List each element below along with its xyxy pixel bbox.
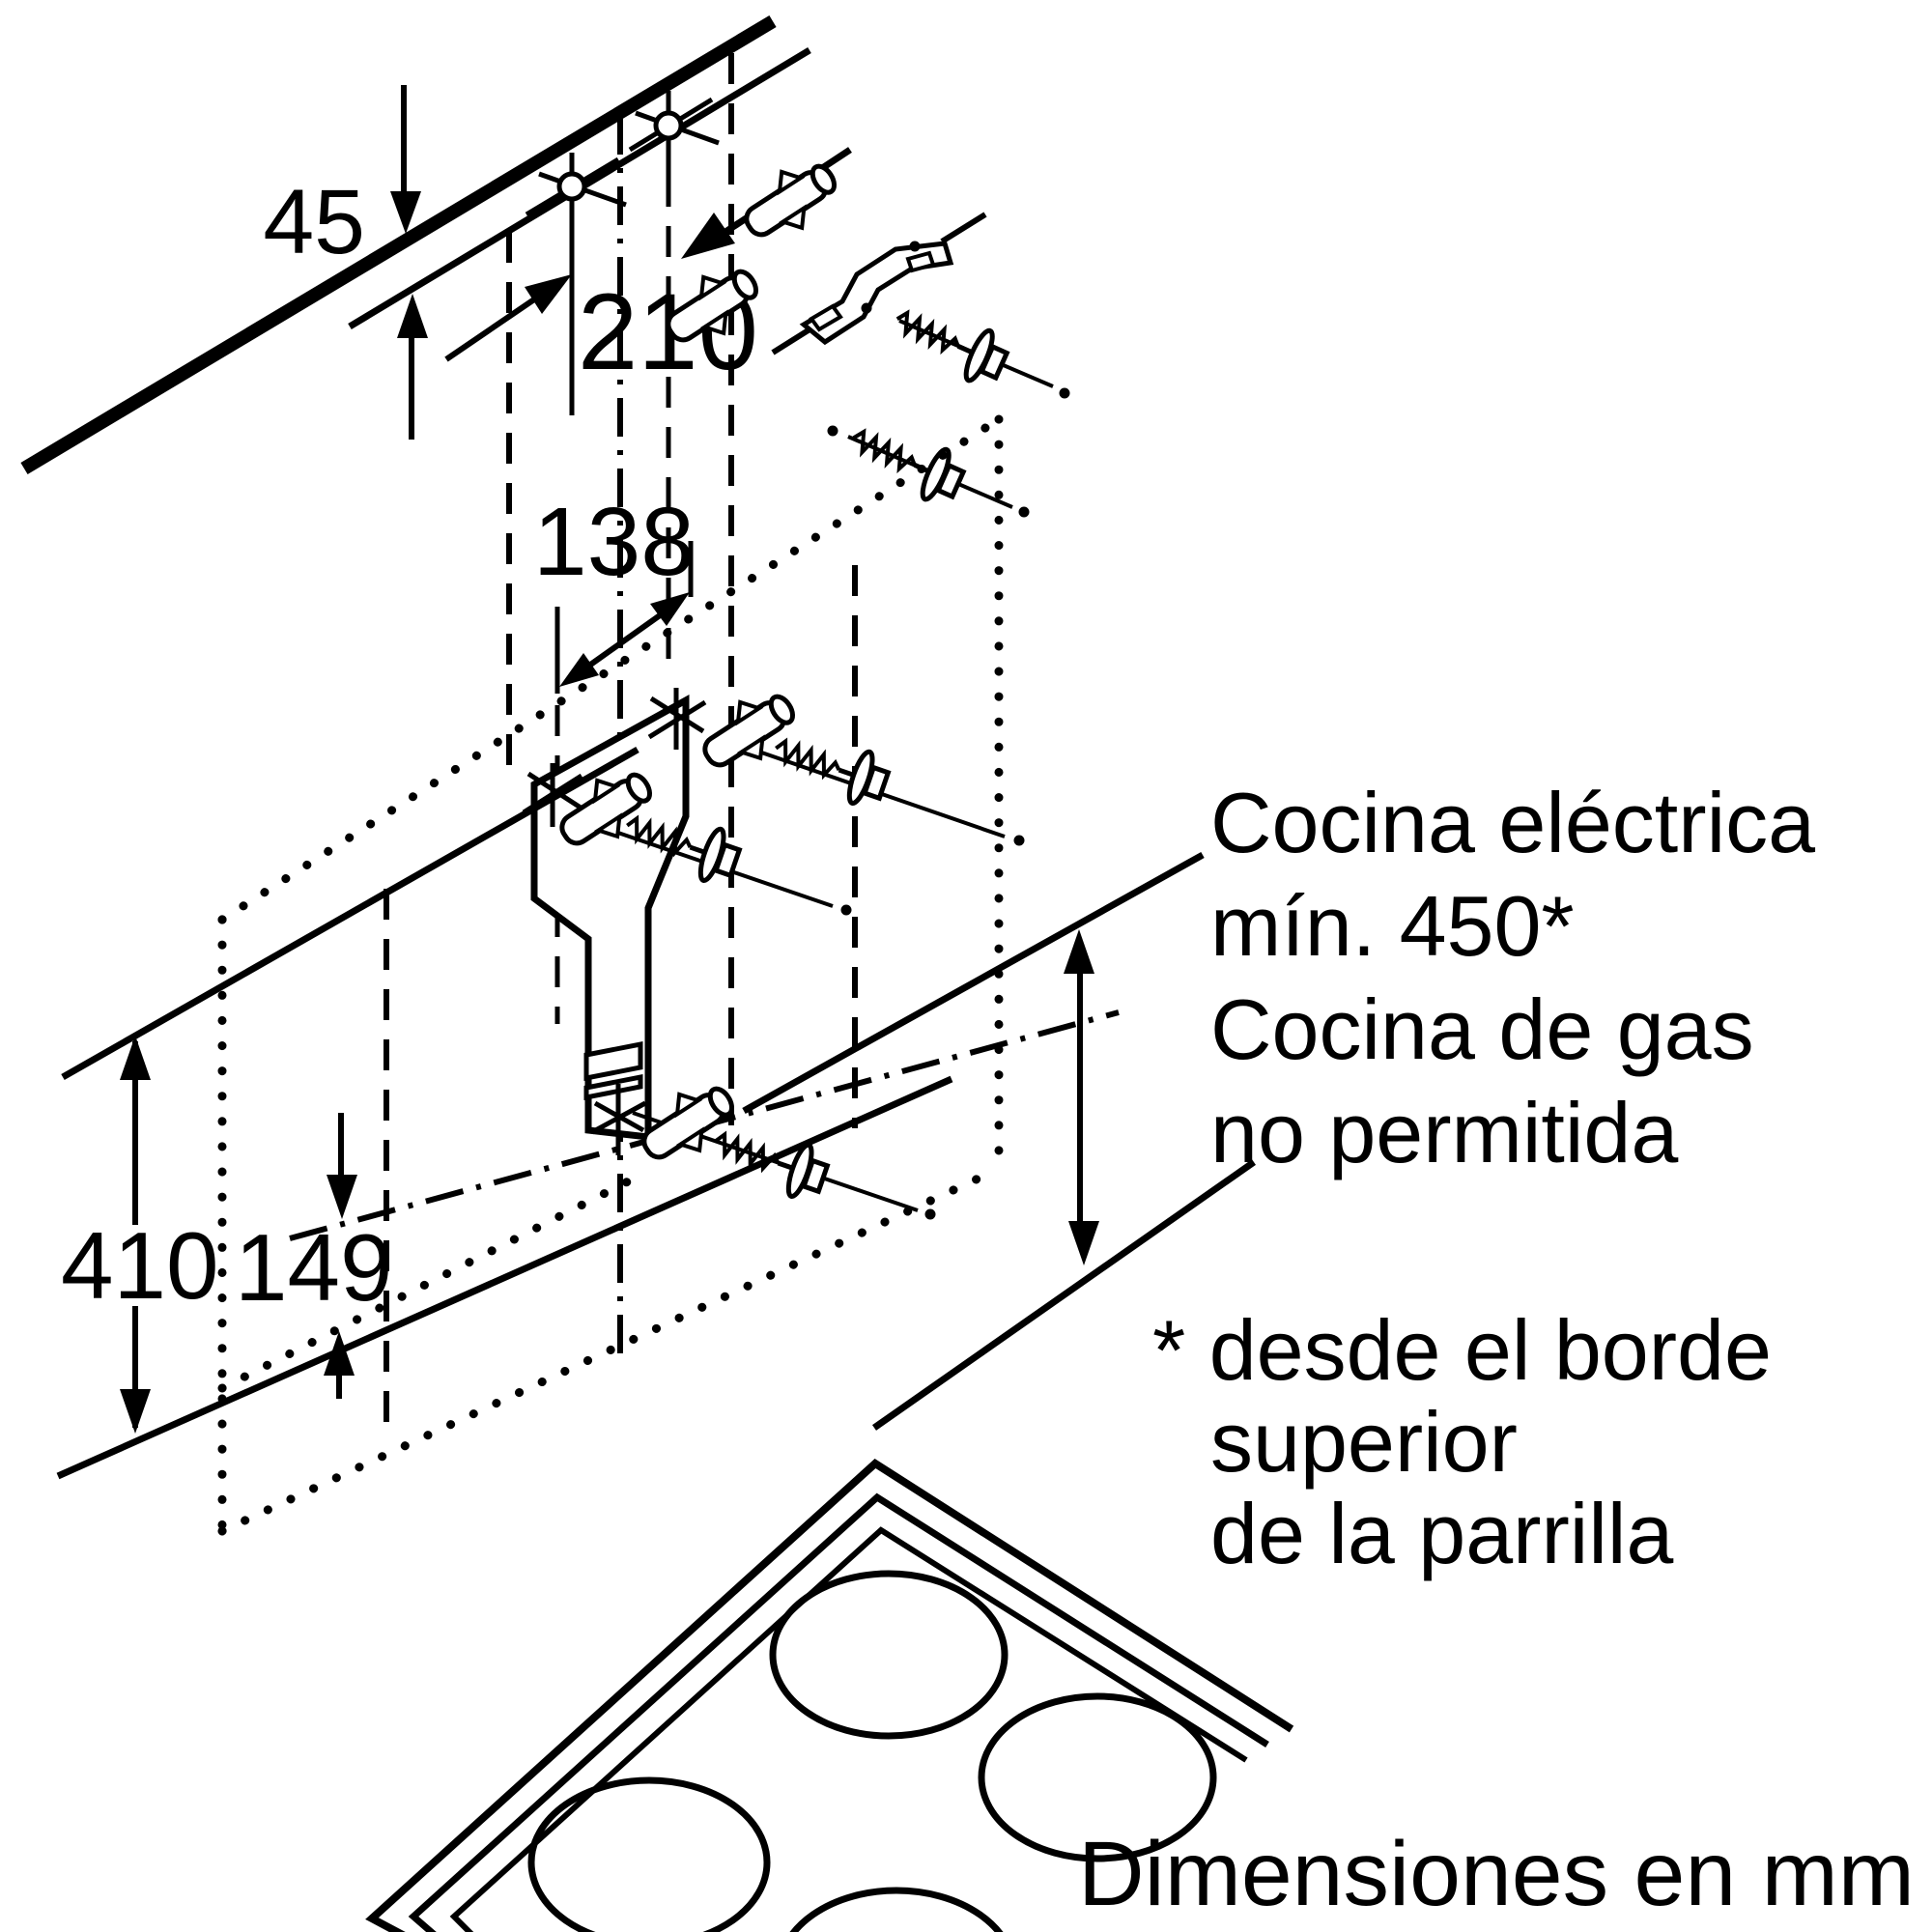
arrow-icon xyxy=(559,653,599,687)
arrow-down-icon xyxy=(327,1175,357,1219)
arrow-down-icon xyxy=(1068,1221,1099,1265)
dimension-45: 45 xyxy=(263,85,428,440)
drill-hole-icon xyxy=(556,171,587,202)
clearance-note: Cocina eléctrica mín. 450* Cocina de gas… xyxy=(1210,775,1815,1180)
footnote-line2: superior xyxy=(1210,1394,1518,1490)
screw-icon xyxy=(886,295,1012,390)
axis-dots xyxy=(827,241,1070,518)
burner-icon xyxy=(769,1570,1009,1740)
arrow-up-icon xyxy=(1064,929,1094,974)
wall-drill-holes xyxy=(525,91,720,415)
footnote: * desde el borde superior de la parrilla xyxy=(1152,1302,1772,1581)
arrow-up-icon xyxy=(120,1036,151,1080)
burner-icon xyxy=(789,1887,1004,1932)
footnote-line3: de la parrilla xyxy=(1210,1486,1673,1581)
drill-hole-icon xyxy=(653,110,684,141)
dimension-149: 149 xyxy=(235,1113,393,1399)
mounting-bracket xyxy=(522,688,707,1155)
dimension-138: 138 xyxy=(533,488,695,694)
burner-icon xyxy=(978,1692,1217,1862)
insert-arrow-icon xyxy=(681,213,735,259)
arrow-icon xyxy=(650,592,690,626)
arrow-up-icon xyxy=(397,294,428,338)
cooktop xyxy=(365,1458,1294,1932)
clearance-line2: mín. 450* xyxy=(1210,878,1575,974)
dim-410-label: 410 xyxy=(61,1212,219,1319)
clearance-line3: Cocina de gas xyxy=(1210,981,1754,1077)
arrow-down-icon xyxy=(120,1389,151,1434)
screw-icon xyxy=(767,723,893,810)
hood-outline-dotted xyxy=(217,414,1004,1536)
units-label: Dimensiones en mm xyxy=(1078,1823,1915,1925)
footnote-line1: * desde el borde xyxy=(1152,1302,1772,1398)
clearance-line4: no permitida xyxy=(1210,1085,1678,1180)
reference-edges xyxy=(56,746,1257,1480)
dim-138-label: 138 xyxy=(533,488,695,596)
top-fixing-hardware xyxy=(656,147,1070,518)
burner-icon xyxy=(527,1776,771,1932)
arrow-down-icon xyxy=(390,191,421,234)
clearance-arrow-450 xyxy=(1064,929,1099,1265)
axis-dots xyxy=(840,835,1025,1220)
wall-plug-icon xyxy=(693,681,806,782)
arrow-up-icon xyxy=(324,1331,355,1376)
screw-icon xyxy=(842,413,969,509)
bracket-fixing-hardware xyxy=(550,681,1025,1220)
clearance-line1: Cocina eléctrica xyxy=(1210,775,1815,870)
dim-45-label: 45 xyxy=(263,171,365,273)
arrow-icon xyxy=(525,274,572,314)
dimension-410: 410 xyxy=(61,1036,219,1434)
dim-149-label: 149 xyxy=(235,1214,393,1321)
